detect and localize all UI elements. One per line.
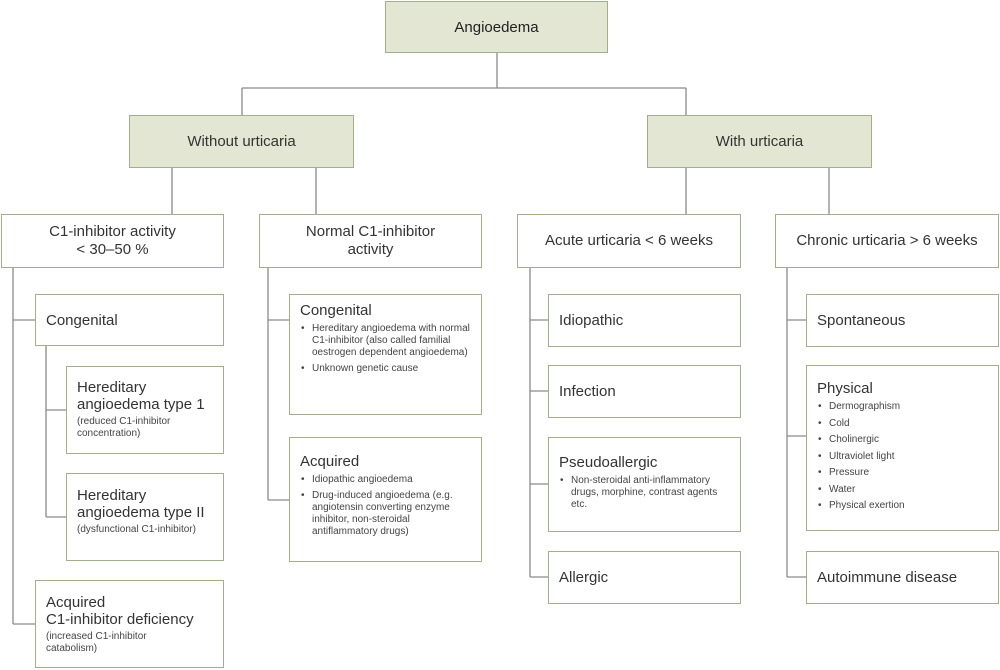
node-autoimmune-disease-label: Autoimmune disease — [817, 569, 958, 586]
node-with-urticaria: With urticaria — [647, 115, 872, 168]
list-item: Water — [817, 484, 988, 496]
node-physical-list: Dermographism Cold Cholinergic Ultraviol… — [817, 401, 988, 512]
node-infection: Infection — [548, 365, 741, 418]
node-chronic-urticaria-label: Chronic urticaria > 6 weeks — [796, 232, 978, 249]
node-spontaneous: Spontaneous — [806, 294, 999, 347]
node-acquired-normal-list: Idiopathic angioedema Drug-induced angio… — [300, 474, 471, 538]
node-spontaneous-label: Spontaneous — [817, 312, 906, 329]
node-congenital-normal: Congenital Hereditary angioedema with no… — [289, 294, 482, 415]
node-angioedema-label: Angioedema — [454, 18, 539, 36]
node-hereditary-type-2: Hereditary angioedema type II (dysfuncti… — [66, 473, 224, 561]
node-congenital-normal-list: Hereditary angioedema with normal C1-inh… — [300, 323, 471, 375]
list-item: Unknown genetic cause — [300, 363, 471, 375]
list-item: Dermographism — [817, 401, 988, 413]
node-chronic-urticaria: Chronic urticaria > 6 weeks — [775, 214, 999, 268]
node-acquired-c1-deficiency-title: Acquired C1-inhibitor deficiency — [46, 594, 194, 628]
list-item: Cholinergic — [817, 434, 988, 446]
node-allergic: Allergic — [548, 551, 741, 604]
node-physical: Physical Dermographism Cold Cholinergic … — [806, 365, 999, 531]
node-hereditary-type-1: Hereditary angioedema type 1 (reduced C1… — [66, 366, 224, 454]
node-angioedema: Angioedema — [385, 1, 608, 53]
node-pseudoallergic: Pseudoallergic Non-steroidal anti-inflam… — [548, 437, 741, 532]
list-item: Non-steroidal anti-inflammatory drugs, m… — [559, 475, 730, 511]
node-congenital-normal-title: Congenital — [300, 302, 372, 319]
node-without-urticaria-label: Without urticaria — [187, 133, 296, 150]
node-c1-inhibitor-low-label: C1-inhibitor activity < 30–50 % — [49, 223, 176, 258]
node-autoimmune-disease: Autoimmune disease — [806, 551, 999, 604]
node-idiopathic-label: Idiopathic — [559, 312, 624, 329]
list-item: Physical exertion — [817, 500, 988, 512]
list-item: Drug-induced angioedema (e.g. angiotensi… — [300, 490, 471, 538]
node-acquired-c1-deficiency: Acquired C1-inhibitor deficiency (increa… — [35, 580, 224, 668]
node-c1-inhibitor-low: C1-inhibitor activity < 30–50 % — [1, 214, 224, 268]
list-item: Hereditary angioedema with normal C1-inh… — [300, 323, 471, 359]
node-hereditary-type-2-note: (dysfunctional C1-inhibitor) — [77, 524, 196, 535]
node-pseudoallergic-title: Pseudoallergic — [559, 454, 658, 471]
list-item: Ultraviolet light — [817, 451, 988, 463]
node-hereditary-type-1-title: Hereditary angioedema type 1 — [77, 379, 205, 413]
node-acute-urticaria: Acute urticaria < 6 weeks — [517, 214, 741, 268]
list-item: Pressure — [817, 467, 988, 479]
list-item: Cold — [817, 418, 988, 430]
node-hereditary-type-1-note: (reduced C1-inhibitor concentration) — [77, 416, 171, 439]
node-acquired-normal: Acquired Idiopathic angioedema Drug-indu… — [289, 437, 482, 562]
node-acquired-c1-deficiency-note: (increased C1-inhibitor catabolism) — [46, 631, 147, 654]
node-acute-urticaria-label: Acute urticaria < 6 weeks — [545, 232, 713, 249]
node-congenital-low-label: Congenital — [46, 311, 118, 329]
node-with-urticaria-label: With urticaria — [715, 133, 804, 150]
node-pseudoallergic-list: Non-steroidal anti-inflammatory drugs, m… — [559, 475, 730, 511]
node-congenital-low: Congenital — [35, 294, 224, 346]
node-acquired-normal-title: Acquired — [300, 453, 360, 470]
node-idiopathic: Idiopathic — [548, 294, 741, 347]
node-c1-inhibitor-normal-label: Normal C1-inhibitor activity — [305, 223, 436, 258]
node-allergic-label: Allergic — [559, 569, 609, 586]
node-infection-label: Infection — [559, 383, 616, 400]
node-without-urticaria: Without urticaria — [129, 115, 354, 168]
node-c1-inhibitor-normal: Normal C1-inhibitor activity — [259, 214, 482, 268]
node-physical-title: Physical — [817, 380, 873, 397]
list-item: Idiopathic angioedema — [300, 474, 471, 486]
node-hereditary-type-2-title: Hereditary angioedema type II — [77, 487, 205, 521]
